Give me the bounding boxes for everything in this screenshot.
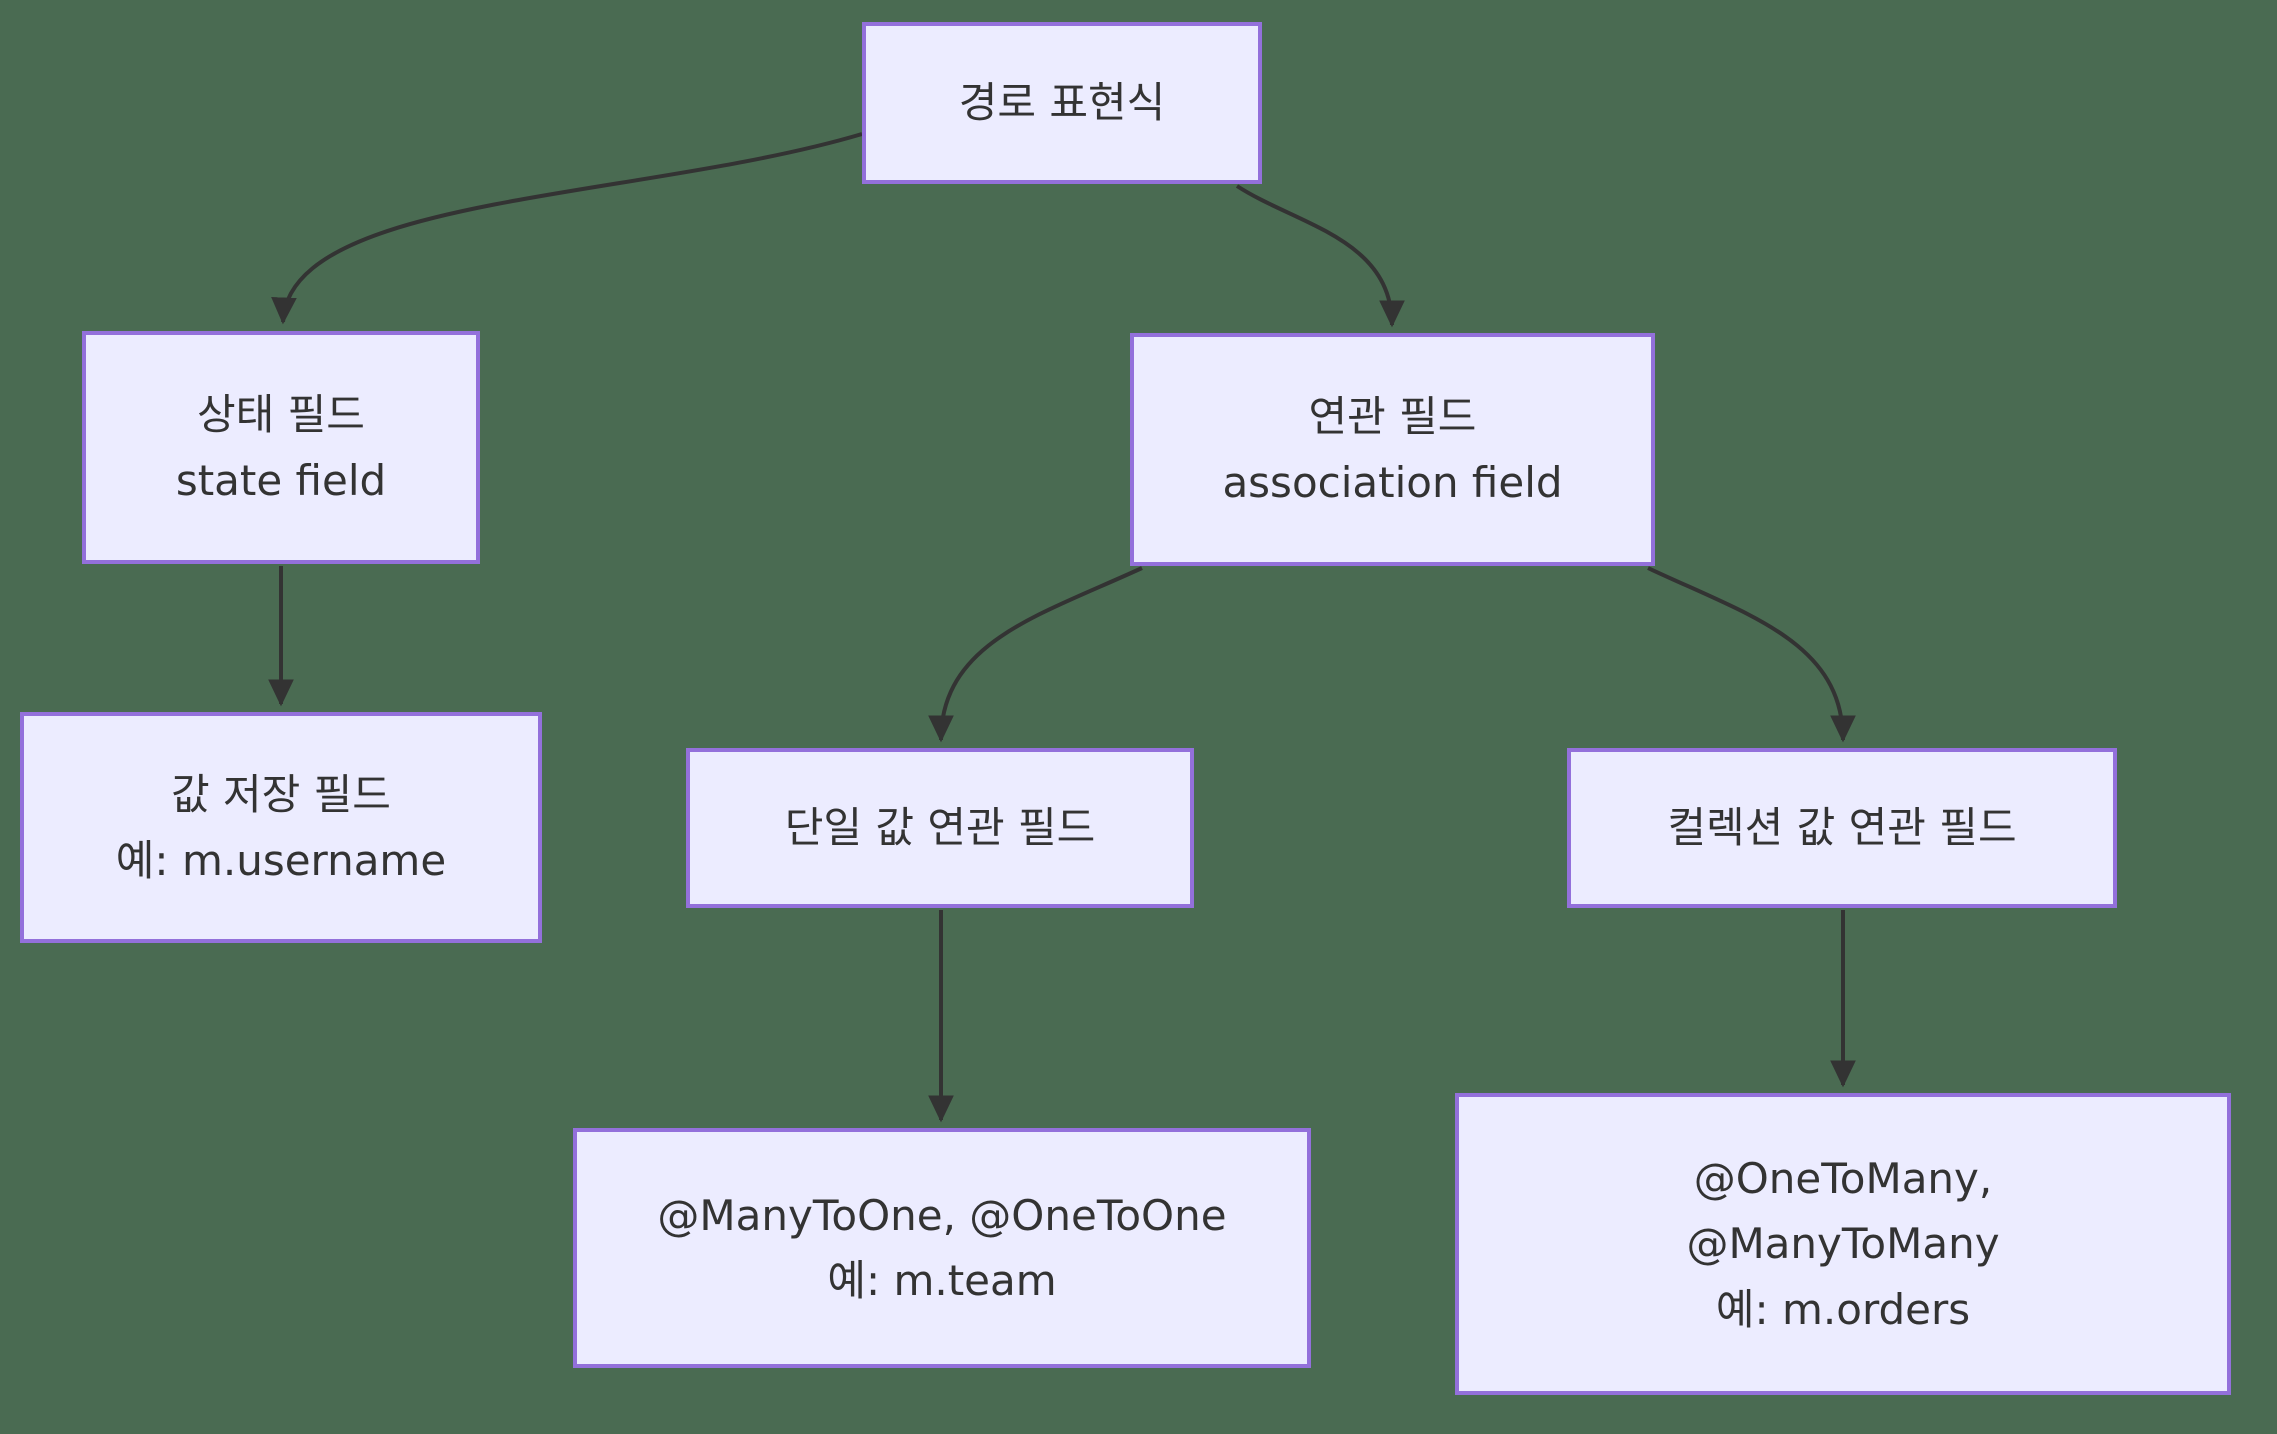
node-label: @ManyToOne, @OneToOne bbox=[657, 1190, 1227, 1240]
edge-root-to-state bbox=[271, 132, 863, 325]
edge-assoc-to-collection bbox=[1647, 566, 1856, 743]
node-collection-value-association-field: 컬렉션 값 연관 필드 bbox=[1567, 748, 2117, 908]
node-label: @OneToMany, bbox=[1693, 1154, 1993, 1204]
node-label: 예: m.team bbox=[827, 1256, 1057, 1305]
node-label: 컬렉션 값 연관 필드 bbox=[1667, 803, 2017, 853]
node-state-field: 상태 필드 state field bbox=[82, 331, 480, 564]
node-label: 예: m.orders bbox=[1715, 1284, 1971, 1334]
node-value-storage-field: 값 저장 필드 예: m.username bbox=[20, 712, 542, 943]
node-label: 단일 값 연관 필드 bbox=[784, 803, 1096, 853]
node-label: 값 저장 필드 bbox=[171, 770, 391, 820]
node-label: association field bbox=[1222, 457, 1563, 507]
node-label: @ManyToMany bbox=[1686, 1219, 2000, 1269]
node-label: 상태 필드 bbox=[197, 390, 365, 440]
node-label: 경로 표현식 bbox=[958, 78, 1166, 128]
node-association-field: 연관 필드 association field bbox=[1130, 333, 1655, 566]
node-label: 예: m.username bbox=[115, 835, 447, 885]
node-label: 연관 필드 bbox=[1308, 392, 1477, 442]
node-label: state field bbox=[175, 455, 387, 505]
node-manytoone-onetoone-example: @ManyToOne, @OneToOne 예: m.team bbox=[573, 1128, 1311, 1368]
edge-assoc-to-single bbox=[928, 566, 1143, 743]
node-path-expression: 경로 표현식 bbox=[862, 22, 1262, 184]
node-onetomany-manytomany-example: @OneToMany, @ManyToMany 예: m.orders bbox=[1455, 1093, 2231, 1395]
node-single-value-association-field: 단일 값 연관 필드 bbox=[686, 748, 1194, 908]
edge-root-to-assoc bbox=[1235, 184, 1405, 328]
